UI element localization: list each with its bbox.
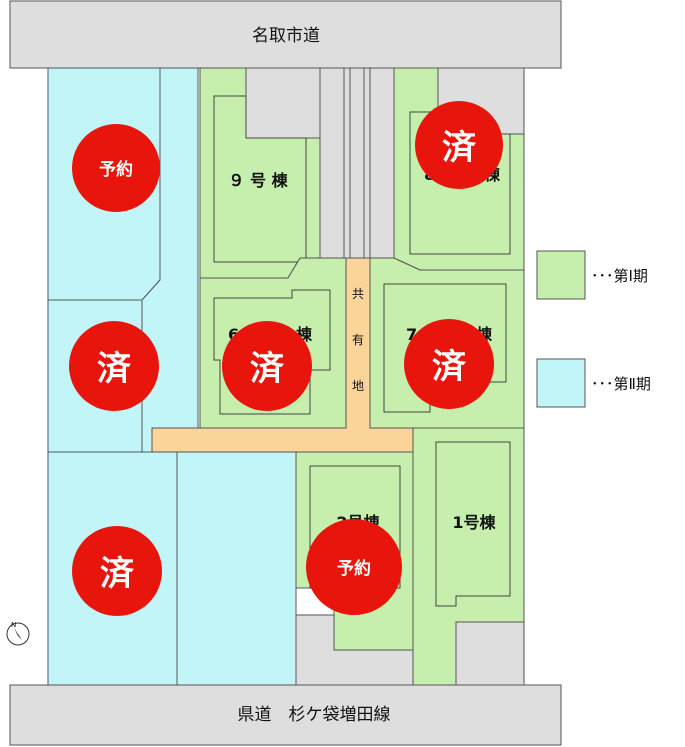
lot-1-gray xyxy=(455,621,525,686)
common-land-label-2: 有 xyxy=(352,333,364,347)
north-arrow-icon: N xyxy=(6,621,30,646)
center-strip xyxy=(319,67,395,259)
legend-label-phase1: ･･･第Ⅰ期 xyxy=(591,267,648,285)
svg-text:予約: 予約 xyxy=(337,558,371,579)
legend-label-phase2: ･･･第Ⅱ期 xyxy=(591,375,651,393)
svg-text:済: 済 xyxy=(250,349,285,389)
lot-1-house xyxy=(435,441,511,607)
badge-reserved-lot-top-left: 予約 xyxy=(72,124,160,212)
building-1-label: 1号棟 xyxy=(452,513,496,532)
svg-text:済: 済 xyxy=(100,554,135,594)
svg-text:済: 済 xyxy=(442,128,477,168)
common-land-label-3: 地 xyxy=(352,379,364,393)
top-road xyxy=(9,0,562,69)
building-6-label: 6 xyxy=(228,325,239,344)
svg-text:N: N xyxy=(11,621,16,629)
lot-9-gray xyxy=(245,67,321,139)
top-road-label: 名取市道 xyxy=(252,26,320,46)
svg-text:予約: 予約 xyxy=(99,159,133,180)
common-land-label-1: 共 xyxy=(352,287,364,301)
badge-sold-lot-mid-left: 済 xyxy=(69,321,159,411)
badge-sold-lot-7: 済 xyxy=(404,319,494,409)
lot-phase2-bottom-mid xyxy=(176,451,297,686)
legend-swatch-phase1 xyxy=(536,250,586,300)
svg-text:済: 済 xyxy=(97,349,132,389)
building-7-label: 7 xyxy=(406,325,417,344)
badge-sold-lot-bottom-left: 済 xyxy=(72,526,162,616)
svg-text:済: 済 xyxy=(432,347,467,387)
badge-sold-lot-8: 済 xyxy=(415,101,503,189)
badge-reserved-lot-2: 予約 xyxy=(306,519,402,615)
legend-swatch-phase2 xyxy=(536,358,586,408)
badge-sold-lot-6: 済 xyxy=(222,321,312,411)
bottom-road-label: 県道 杉ケ袋増田線 xyxy=(238,705,391,725)
lot-9-house xyxy=(213,95,307,263)
building-9-label: ９ 号 棟 xyxy=(228,171,288,190)
lot-2-house xyxy=(309,465,401,589)
bottom-road xyxy=(9,684,562,746)
